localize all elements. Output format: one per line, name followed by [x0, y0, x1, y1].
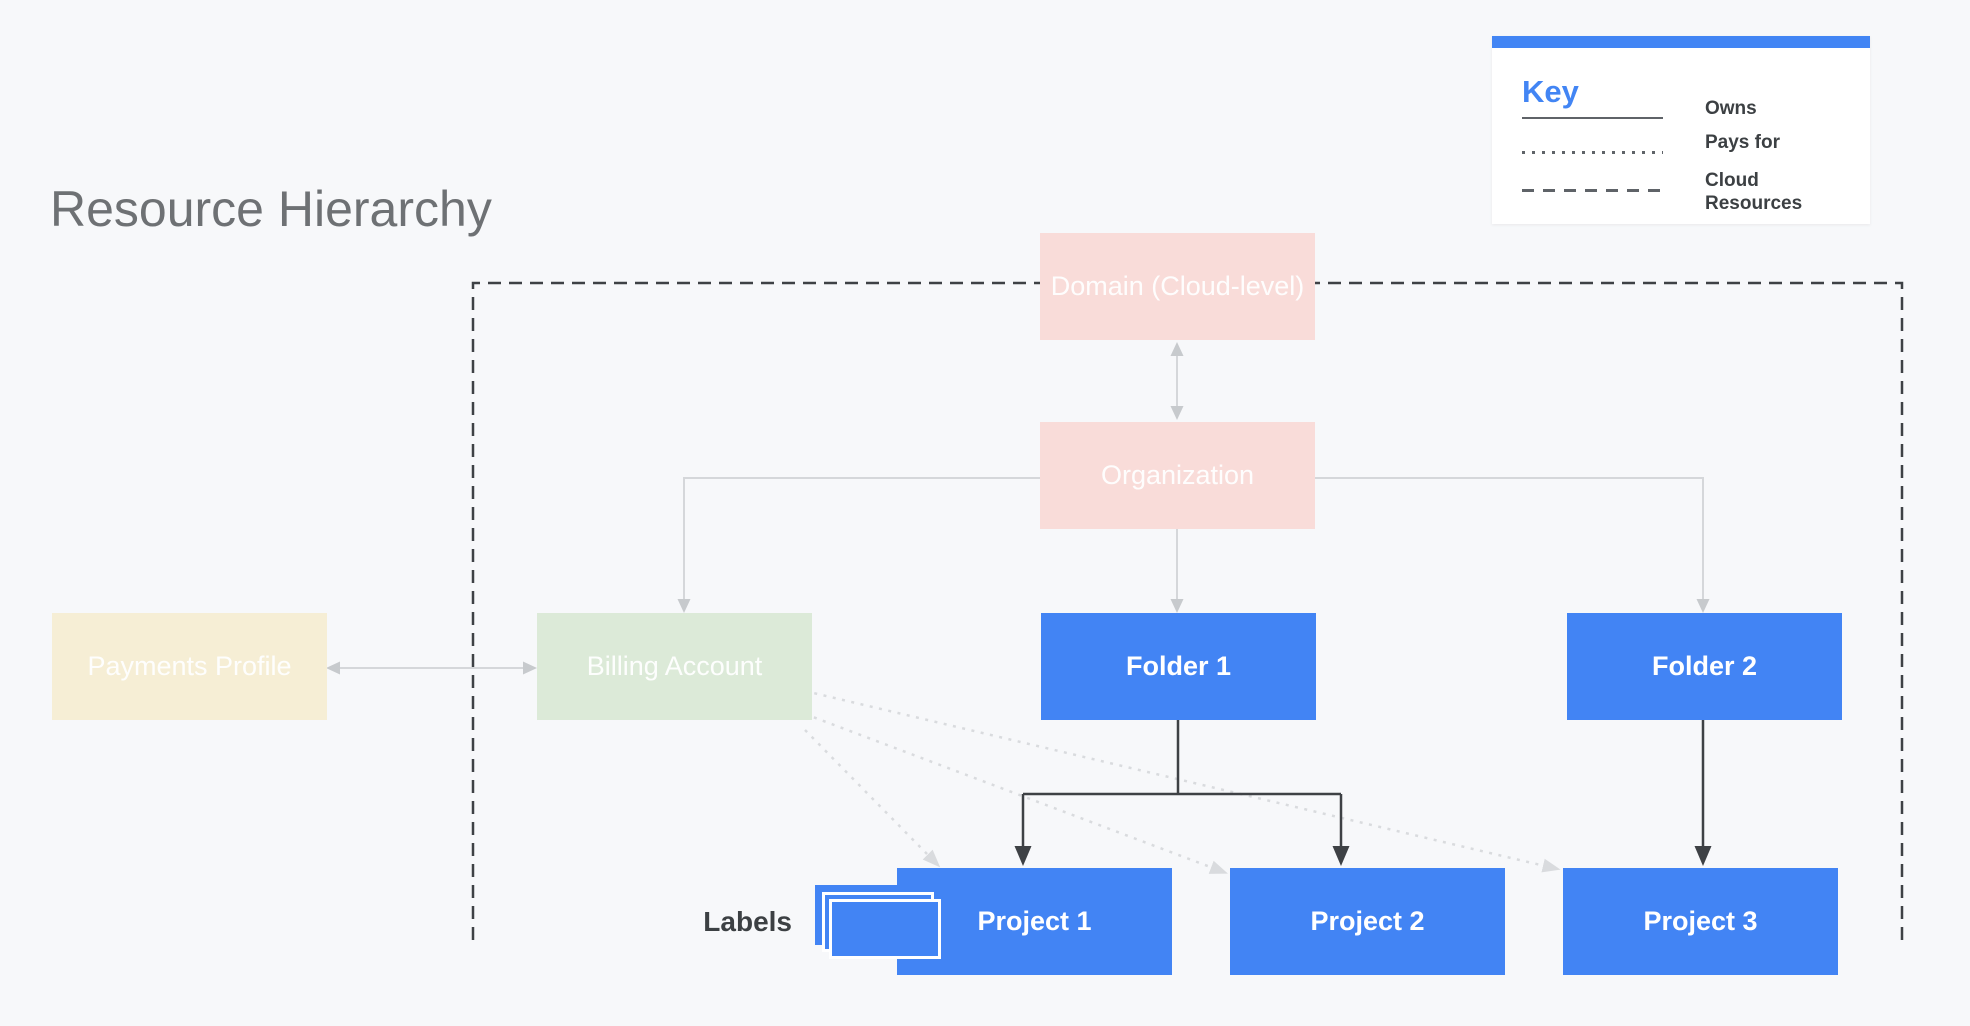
node-organization: Organization: [1040, 422, 1315, 529]
node-folder-2-label: Folder 2: [1651, 651, 1758, 681]
node-project-3: Project 3: [1563, 868, 1838, 975]
node-folder-1: Folder 1: [1041, 613, 1316, 720]
wire-billing-project1-dotted: [804, 729, 941, 868]
wire-billing-project2-dotted: [804, 712, 1228, 874]
legend-dashed-line-sample: [1522, 189, 1663, 192]
legend-solid-line-sample: [1522, 117, 1663, 119]
legend-accent-bar: [1492, 36, 1870, 48]
legend-label-owns: Owns: [1705, 98, 1757, 119]
node-project-2: Project 2: [1230, 868, 1505, 975]
labels-caption: Labels: [703, 906, 792, 937]
legend-heading: Key: [1522, 74, 1579, 109]
node-domain: Domain (Cloud-level): [1040, 233, 1315, 340]
node-domain-label: Domain (Cloud-level): [1050, 271, 1305, 301]
wire-billing-project3-dotted: [804, 689, 1561, 873]
node-folder-1-label: Folder 1: [1125, 651, 1232, 681]
wire-organization-folder2: [1315, 477, 1710, 613]
node-organization-label: Organization: [1100, 460, 1255, 490]
legend-dotted-line-sample: [1522, 151, 1663, 154]
wire-folder1-tree: [1023, 718, 1341, 796]
node-folder-2: Folder 2: [1567, 613, 1842, 720]
node-billing-account-label: Billing Account: [586, 651, 763, 681]
node-project-3-label: Project 3: [1643, 906, 1758, 936]
node-payments-profile: Payments Profile: [52, 613, 327, 720]
legend-label-cloud-resources: Cloud Resources: [1705, 170, 1803, 215]
legend-label-pays-for: Pays for: [1705, 132, 1780, 153]
cloud-resources-boundary: [471, 281, 1904, 940]
stacked-card-front: [829, 899, 941, 959]
node-project-1-label: Project 1: [977, 906, 1092, 936]
legend-panel: Key Owns Pays for Cloud Resources: [1492, 36, 1870, 224]
node-project-2-label: Project 2: [1310, 906, 1425, 936]
node-project-1: Project 1: [897, 868, 1172, 975]
wire-organization-billing: [677, 477, 1040, 613]
node-payments-profile-label: Payments Profile: [87, 651, 292, 681]
stacked-cards-icon: [815, 885, 945, 965]
page-title: Resource Hierarchy: [50, 181, 492, 237]
node-billing-account: Billing Account: [537, 613, 812, 720]
